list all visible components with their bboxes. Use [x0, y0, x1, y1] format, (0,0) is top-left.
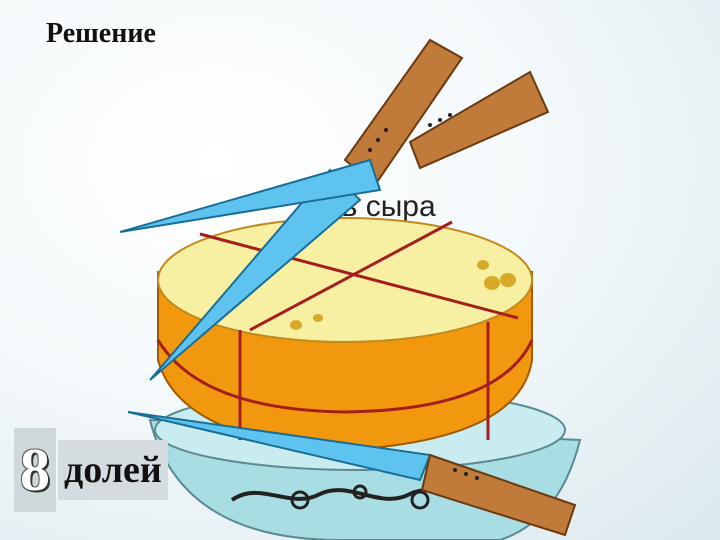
answer-box: 8 долей — [14, 428, 168, 512]
answer-word: долей — [58, 440, 168, 500]
cut-line-2 — [249, 220, 453, 332]
cheese-wheel — [156, 217, 534, 452]
cut-line-horizontal — [156, 339, 534, 414]
cut-line-1 — [199, 232, 519, 320]
knife-top-right — [119, 70, 550, 233]
answer-number: 8 — [14, 428, 56, 512]
knife-bottom — [127, 411, 577, 537]
slide-title: Решение — [46, 18, 156, 49]
